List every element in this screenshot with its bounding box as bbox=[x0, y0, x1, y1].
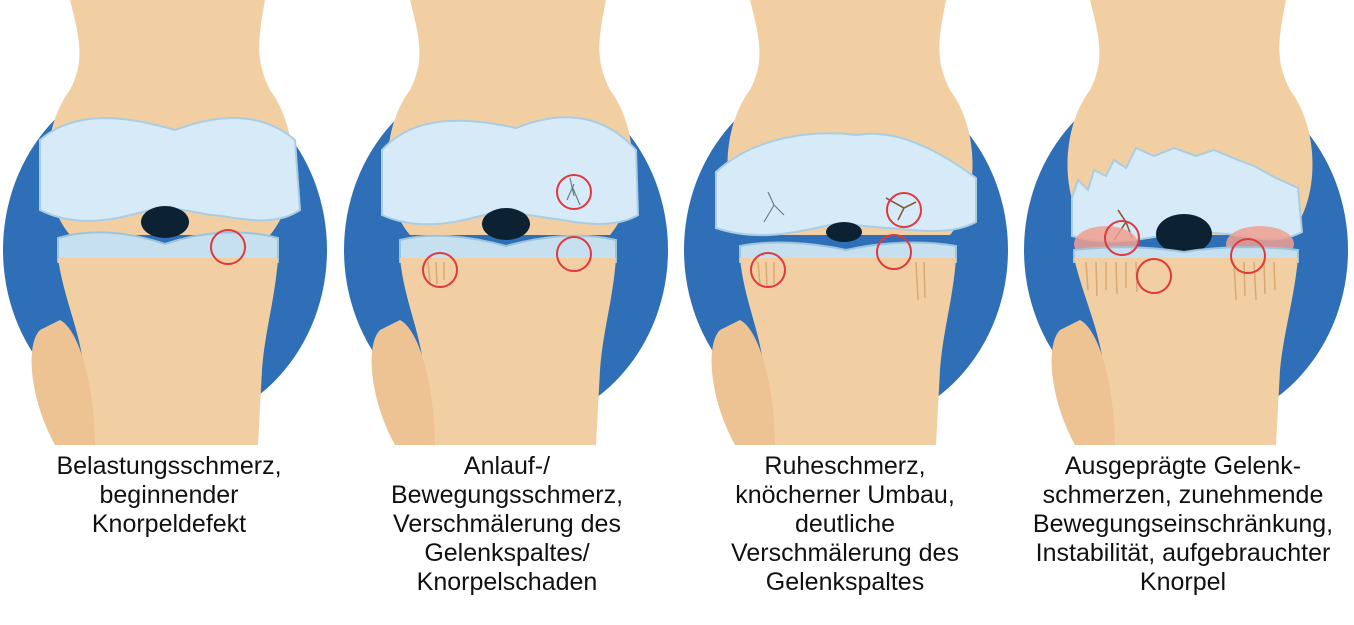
caption-line: deutliche bbox=[676, 510, 1014, 539]
caption-line: Verschmälerung des bbox=[338, 510, 676, 539]
stage-4-caption: Ausgeprägte Gelenk- schmerzen, zunehmend… bbox=[1014, 452, 1352, 597]
stage-2-caption: Anlauf-/ Bewegungsschmerz, Verschmälerun… bbox=[338, 452, 676, 597]
intercondylar-notch bbox=[1156, 214, 1212, 254]
stage-3-caption: Ruheschmerz, knöcherner Umbau, deutliche… bbox=[676, 452, 1014, 597]
knee-illustration-stage-4 bbox=[1014, 0, 1352, 445]
stage-2-panel: Anlauf-/ Bewegungsschmerz, Verschmälerun… bbox=[338, 0, 676, 625]
intercondylar-notch bbox=[826, 222, 862, 242]
caption-line: Instabilität, aufgebrauchter bbox=[1014, 539, 1352, 568]
caption-line: Verschmälerung des bbox=[676, 539, 1014, 568]
caption-line: Ausgeprägte Gelenk- bbox=[1014, 452, 1352, 481]
stage-1-panel: Belastungsschmerz, beginnender Knorpelde… bbox=[0, 0, 338, 625]
caption-line: Ruheschmerz, bbox=[676, 452, 1014, 481]
intercondylar-notch bbox=[482, 208, 530, 240]
intercondylar-notch bbox=[141, 206, 189, 238]
knee-illustration-stage-1 bbox=[0, 0, 338, 445]
knee-illustration-stage-2 bbox=[338, 0, 676, 445]
stage-4-panel: Ausgeprägte Gelenk- schmerzen, zunehmend… bbox=[1014, 0, 1352, 625]
femur-cartilage bbox=[40, 118, 300, 221]
caption-line: Gelenkspaltes bbox=[676, 568, 1014, 597]
stage-3-panel: Ruheschmerz, knöcherner Umbau, deutliche… bbox=[676, 0, 1014, 625]
caption-line: Anlauf-/ bbox=[338, 452, 676, 481]
caption-line: Knorpelschaden bbox=[338, 568, 676, 597]
caption-line: Knorpeldefekt bbox=[0, 510, 338, 539]
caption-line: Knorpel bbox=[1014, 568, 1352, 597]
stage-1-caption: Belastungsschmerz, beginnender Knorpelde… bbox=[0, 452, 338, 539]
knee-illustration-stage-3 bbox=[676, 0, 1014, 445]
caption-line: Gelenkspaltes/ bbox=[338, 539, 676, 568]
caption-line: schmerzen, zunehmende bbox=[1014, 481, 1352, 510]
caption-line: Bewegungseinschränkung, bbox=[1014, 510, 1352, 539]
caption-line: Bewegungsschmerz, bbox=[338, 481, 676, 510]
caption-line: knöcherner Umbau, bbox=[676, 481, 1014, 510]
caption-line: beginnender bbox=[0, 481, 338, 510]
caption-line: Belastungsschmerz, bbox=[0, 452, 338, 481]
